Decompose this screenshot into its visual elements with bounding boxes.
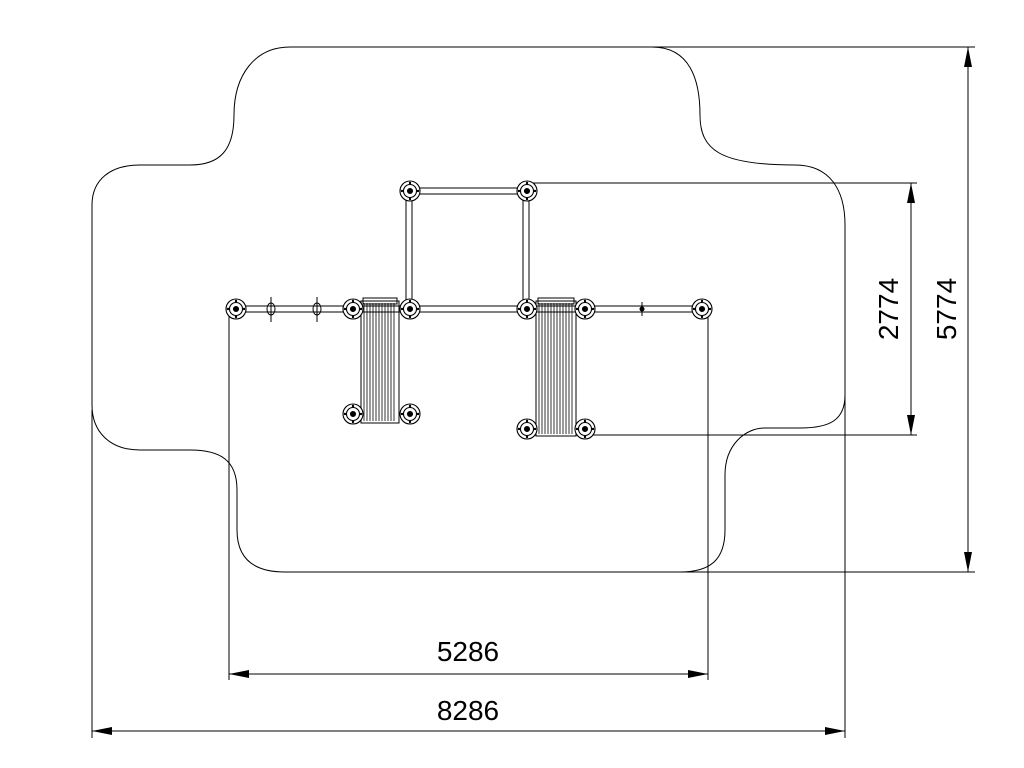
handle-left bbox=[266, 297, 276, 322]
ladder-panel-right bbox=[535, 297, 577, 437]
handle-middle bbox=[312, 297, 322, 322]
post bbox=[342, 298, 364, 320]
handle-right bbox=[639, 302, 645, 316]
post bbox=[574, 418, 596, 440]
dimension-label-outer-width: 8286 bbox=[437, 695, 499, 726]
post bbox=[574, 298, 596, 320]
ladder-panel-left bbox=[360, 297, 400, 424]
post bbox=[399, 298, 421, 320]
post bbox=[225, 298, 247, 320]
post bbox=[399, 180, 421, 202]
dimension-label-inner-height: 2774 bbox=[873, 278, 904, 340]
post bbox=[342, 403, 364, 425]
extension-lines bbox=[91, 46, 975, 738]
post bbox=[516, 298, 538, 320]
safety-zone-outline bbox=[91, 46, 846, 573]
panel-slats bbox=[363, 303, 573, 434]
dimension-lines bbox=[92, 47, 972, 735]
post bbox=[691, 298, 713, 320]
dimension-label-outer-height: 5774 bbox=[931, 278, 962, 340]
posts bbox=[225, 180, 713, 440]
post bbox=[399, 403, 421, 425]
dimension-label-inner-width: 5286 bbox=[437, 636, 499, 667]
play-structure bbox=[225, 180, 713, 440]
post bbox=[516, 418, 538, 440]
post bbox=[516, 180, 538, 202]
